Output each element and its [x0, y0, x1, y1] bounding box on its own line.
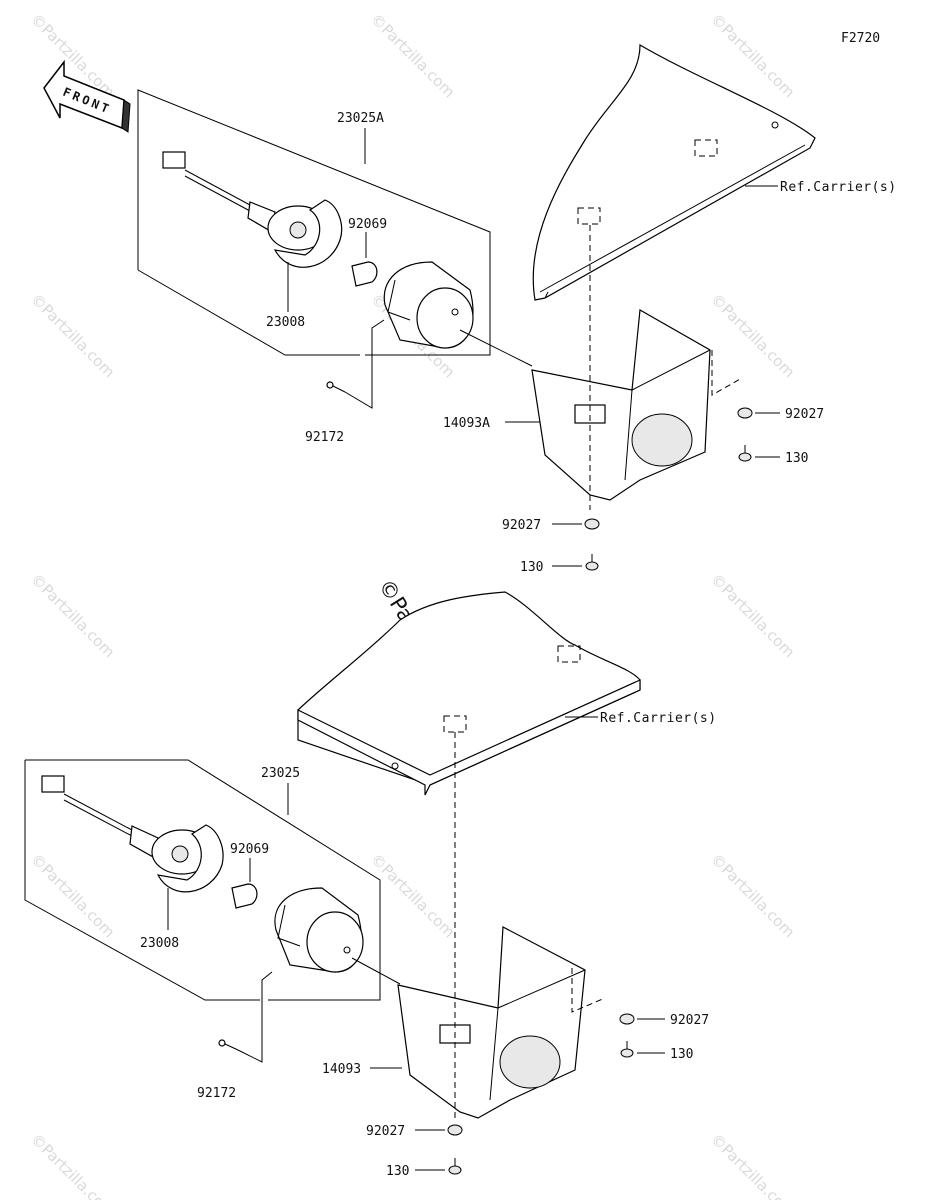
bolt-130-icon: [585, 554, 599, 571]
watermark-text: ©Partzilla.com: [707, 570, 798, 661]
clip-nut-icon: [443, 715, 467, 733]
lower-assembly-label: 23025: [261, 766, 300, 781]
lower-bracket-label: 14093: [322, 1062, 361, 1077]
upper-carrier-plate: [532, 43, 816, 301]
watermark-text: ©Partzilla.com: [27, 1130, 118, 1200]
upper-bulb-label: 92069: [348, 217, 387, 232]
socket-23008-icon: [162, 151, 343, 268]
watermark-text: ©Partzilla.com: [27, 850, 118, 941]
bulb-92069-icon: [231, 883, 258, 909]
bolt-130-icon: [448, 1158, 462, 1175]
upper-right-nut-label: 92027: [785, 407, 824, 422]
clip-nut-icon: [694, 139, 718, 157]
lower-bottom-bolt-label: 130: [386, 1164, 409, 1179]
lower-bulb-label: 92069: [230, 842, 269, 857]
bracket-14093a-icon: [531, 309, 711, 501]
nut-92027-icon: [737, 407, 753, 419]
watermark-text: ©Partzilla.com: [707, 850, 798, 941]
watermark-text: ©Partzilla.com: [367, 10, 458, 101]
upper-group-frame: [137, 89, 491, 356]
bolt-130-icon: [620, 1041, 634, 1058]
watermark-text: ©Partzilla.com: [27, 290, 118, 381]
upper-screw-label: 92172: [305, 430, 344, 445]
nut-92027-icon: [584, 518, 600, 530]
lower-right-bolt-label: 130: [670, 1047, 693, 1062]
lower-socket-label: 23008: [140, 936, 179, 951]
watermark-text: ©Partzilla.com: [27, 570, 118, 661]
lower-carrier-ref: Ref.Carrier(s): [600, 711, 717, 726]
socket-23008-icon: [41, 775, 224, 893]
figure-code: F2720: [841, 31, 880, 46]
watermark-text: ©Partzilla.com: [707, 1130, 798, 1200]
upper-assembly: 23025A 23008 92069 92172 14093A Ref.Carr…: [137, 43, 897, 575]
lower-screw-label: 92172: [197, 1086, 236, 1101]
watermark-text: ©Partzilla.com: [707, 290, 798, 381]
lower-carrier-plate: [297, 591, 641, 786]
watermark-text: ©Partzilla.com: [367, 850, 458, 941]
nut-92027-icon: [619, 1013, 635, 1025]
lower-assembly: 23025 23008 92069 92172 14093 Ref.Carrie…: [24, 591, 717, 1179]
upper-bracket-label: 14093A: [443, 416, 490, 431]
upper-assembly-label: 23025A: [337, 111, 384, 126]
upper-carrier-ref: Ref.Carrier(s): [780, 180, 897, 195]
lower-group-frame: [24, 760, 260, 1001]
lamp-housing-icon: [383, 261, 474, 349]
screw-92172-icon: [218, 1039, 239, 1051]
lower-bottom-nut-label: 92027: [366, 1124, 405, 1139]
bulb-92069-icon: [351, 261, 378, 287]
bolt-130-icon: [738, 445, 752, 462]
screw-92172-icon: [326, 381, 346, 393]
nut-92027-icon: [447, 1124, 463, 1136]
upper-bottom-nut-label: 92027: [502, 518, 541, 533]
lamp-housing-icon: [274, 887, 364, 973]
bracket-14093-icon: [397, 926, 586, 1119]
clip-nut-icon: [577, 207, 601, 225]
lower-right-nut-label: 92027: [670, 1013, 709, 1028]
upper-socket-label: 23008: [266, 315, 305, 330]
upper-right-bolt-label: 130: [785, 451, 808, 466]
clip-nut-icon: [557, 645, 581, 663]
upper-bottom-bolt-label: 130: [520, 560, 543, 575]
